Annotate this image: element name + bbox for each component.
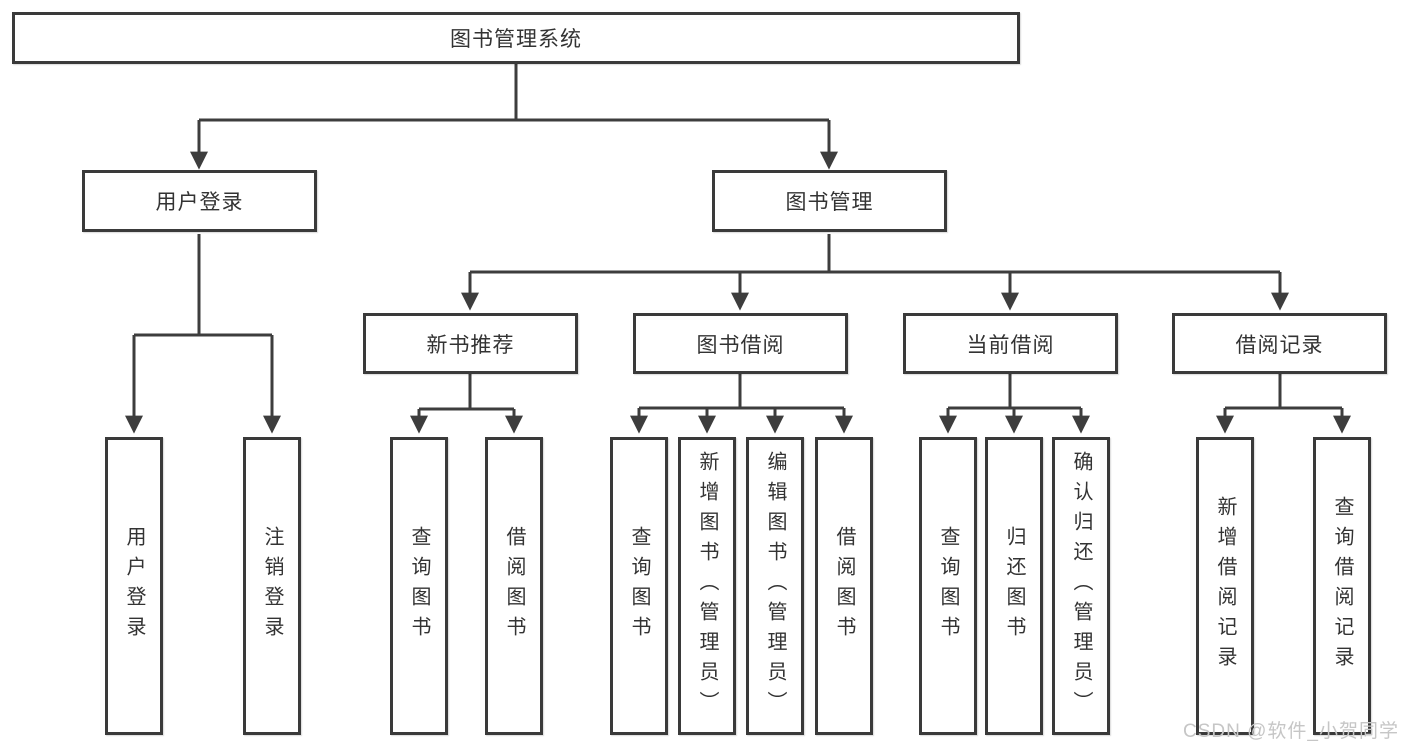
node-new-book-recommend: 新书推荐 xyxy=(363,313,578,374)
node-current-borrow-label: 当前借阅 xyxy=(966,333,1055,357)
node-user-login-label: 用户登录 xyxy=(155,191,244,214)
leaf-query-borrow-record: 查询借阅记录 xyxy=(1313,437,1371,735)
node-borrow-record: 借阅记录 xyxy=(1172,313,1387,374)
leaf-query-borrow-record-label: 查询借阅记录 xyxy=(1331,496,1353,676)
leaf-logout-label: 注销登录 xyxy=(261,526,283,646)
leaf-add-books-admin: 新增图书（管理员） xyxy=(678,437,736,735)
leaf-query-books-borrow: 查询图书 xyxy=(610,437,668,735)
leaf-borrow-books-recommend-label: 借阅图书 xyxy=(503,526,525,646)
leaf-logout: 注销登录 xyxy=(243,437,301,735)
node-borrow-record-label: 借阅记录 xyxy=(1235,333,1324,357)
leaf-query-books-recommend-label: 查询图书 xyxy=(408,526,430,646)
leaf-confirm-return-admin-label: 确认归还（管理员） xyxy=(1070,451,1092,721)
leaf-return-books-label: 归还图书 xyxy=(1003,526,1025,646)
leaf-borrow-books-label: 借阅图书 xyxy=(833,526,855,646)
leaf-query-books-borrow-label: 查询图书 xyxy=(628,526,650,646)
node-new-book-recommend-label: 新书推荐 xyxy=(426,333,515,357)
node-book-management-label: 图书管理 xyxy=(785,191,874,214)
leaf-edit-books-admin: 编辑图书（管理员） xyxy=(746,437,804,735)
leaf-add-books-admin-label: 新增图书（管理员） xyxy=(696,451,718,721)
leaf-user-login: 用户登录 xyxy=(105,437,163,735)
node-book-borrow-label: 图书借阅 xyxy=(696,333,785,357)
leaf-borrow-books: 借阅图书 xyxy=(815,437,873,735)
leaf-return-books: 归还图书 xyxy=(985,437,1043,735)
leaf-add-borrow-record: 新增借阅记录 xyxy=(1196,437,1254,735)
node-book-borrow: 图书借阅 xyxy=(633,313,848,374)
leaf-add-borrow-record-label: 新增借阅记录 xyxy=(1214,496,1236,676)
leaf-query-books-current: 查询图书 xyxy=(919,437,977,735)
leaf-borrow-books-recommend: 借阅图书 xyxy=(485,437,543,735)
node-user-login: 用户登录 xyxy=(82,170,317,232)
leaf-confirm-return-admin: 确认归还（管理员） xyxy=(1052,437,1110,735)
leaf-edit-books-admin-label: 编辑图书（管理员） xyxy=(764,451,786,721)
leaf-user-login-label: 用户登录 xyxy=(123,526,145,646)
node-book-management: 图书管理 xyxy=(712,170,947,232)
node-root-label: 图书管理系统 xyxy=(450,28,582,51)
leaf-query-books-recommend: 查询图书 xyxy=(390,437,448,735)
node-current-borrow: 当前借阅 xyxy=(903,313,1118,374)
leaf-query-books-current-label: 查询图书 xyxy=(937,526,959,646)
node-root-system: 图书管理系统 xyxy=(12,12,1020,64)
